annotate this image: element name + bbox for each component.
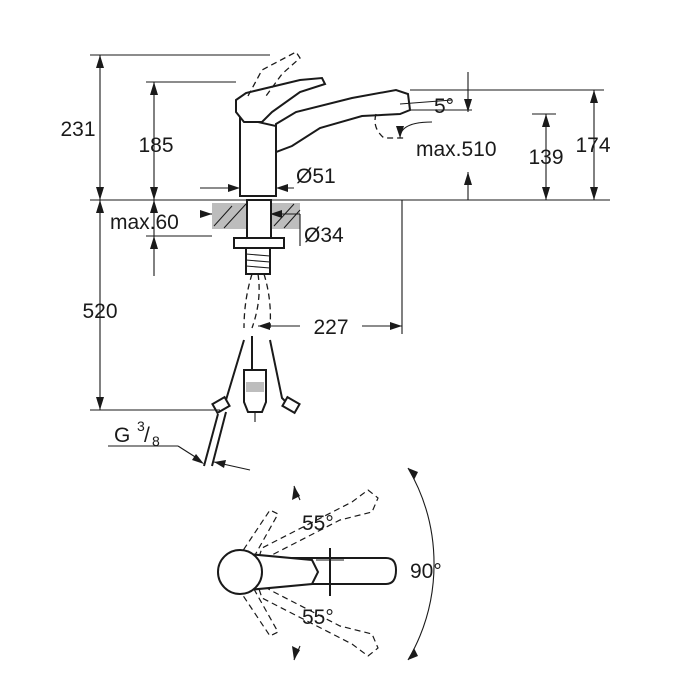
dim-height-total: 231 [60,118,95,141]
dim-spout-top: 174 [575,134,610,157]
dim-lever-up-angle: 55° [302,512,334,535]
dim-reach: 227 [313,316,348,339]
check-valve [243,369,267,422]
counter-hatching [213,203,301,229]
nut [233,237,285,249]
dim-body-diameter: Ø51 [296,165,336,188]
dim-thread-numerator: 3 [137,418,145,434]
lever-rotated-down [237,581,279,637]
dim-spout-swivel: 90° [410,560,442,583]
pullout-outline [374,113,404,139]
lever-raised-outline [247,51,301,97]
faucet-body [239,116,277,197]
dim-hose-length: 520 [82,300,117,323]
dim-thread-prefix: G [114,424,130,447]
spout [275,88,412,154]
spout-rotated-up [254,489,379,568]
thread-rod [245,247,271,275]
swivel-arc [407,467,435,661]
spout-rotated-down [254,578,379,657]
side-view: 231 185 Ø51 max.60 Ø34 520 [60,51,611,471]
connector-right [281,395,301,415]
dim-deck-max: max.60 [110,211,179,234]
dim-hole-diameter: Ø34 [304,224,344,247]
dim-spout-tilt: 5° [434,95,454,118]
shank [246,199,272,239]
top-view: 90° 55° 55° [217,467,442,661]
dim-height-lever: 185 [138,134,173,157]
dim-spout-height: 139 [528,146,563,169]
body-circle [217,549,263,595]
dim-lever-down-angle: 55° [302,606,334,629]
connector-left [211,395,231,415]
dim-thread-denominator: 8 [152,433,160,449]
dim-pullout-max: max.510 [416,138,497,161]
dim-thread-slash: / [144,424,150,447]
lever [235,76,327,123]
